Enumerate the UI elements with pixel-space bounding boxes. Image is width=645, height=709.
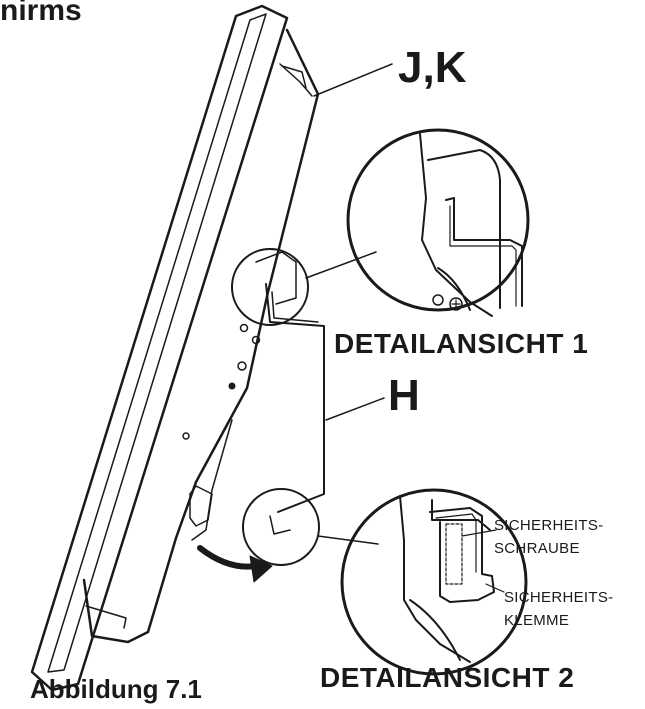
detail-view-2-panel [431,499,491,531]
detail-circle-1-hook [255,251,297,305]
screw-icon [182,432,190,440]
detail-view-2 [340,488,528,676]
detail-view-2-frame [340,488,528,676]
heading-fragment: nirms [0,0,82,27]
safety-screw-shape [445,523,463,585]
screw-icon [432,294,444,306]
detail-view-1-curve [437,267,471,311]
monitor-front-outline [30,4,289,692]
detail-view-1-housing [419,133,493,317]
detail-view-1 [346,128,530,317]
monitor-bottom-strip [85,605,127,629]
leader-line-clamp [485,583,505,593]
leader-line-screw [461,529,497,537]
screw-icon [251,335,261,345]
safety-clamp-label-line1: SICHERHEITS- [504,589,614,606]
leader-line-h [325,397,385,421]
monitor-inner-edge [47,13,267,673]
detail-view-1-frame [346,128,530,312]
detail-view-1-hook [445,197,523,307]
screw-icon [228,382,236,390]
detail-circle-2 [242,488,320,566]
monitor-back-inner [279,63,313,97]
leader-line-jk [313,63,393,97]
callout-jk: J,K [398,43,467,92]
detail-view-2-bracket-inner [435,513,477,573]
monitor-back-housing [82,28,320,644]
leader-line-detail2 [317,535,379,545]
rotation-arrow-icon [197,545,273,583]
safety-screw-label-line1: SICHERHEITS- [494,517,604,534]
safety-clamp-label-line2: KLEMME [504,612,570,629]
detail-circle-2-hook [269,515,291,535]
lower-clamp [189,485,213,527]
screw-icon [449,297,463,311]
leader-line-detail1 [305,251,377,279]
screw-icon [239,323,249,333]
detail-view-1-hook-inner [449,205,517,307]
detail-circle-1 [231,248,309,326]
figure-caption: Abbildung 7.1 [30,674,202,704]
detail-view-1-title: DETAILANSICHT 1 [334,328,589,359]
detail-view-2-housing [399,495,471,663]
detail-view-2-bracket [429,507,495,603]
safety-screw-label-line2: SCHRAUBE [494,540,580,557]
screw-icon [237,361,247,371]
detail-view-1-panel [427,149,501,309]
monitor-top-strip [281,65,307,89]
screw-cross [451,299,461,309]
detail-view-2-curve [409,599,461,661]
monitor-body [30,4,320,692]
detail-view-2-title: DETAILANSICHT 2 [320,662,575,693]
callout-h: H [388,371,420,420]
mounting-bracket-h-inner [271,291,319,323]
